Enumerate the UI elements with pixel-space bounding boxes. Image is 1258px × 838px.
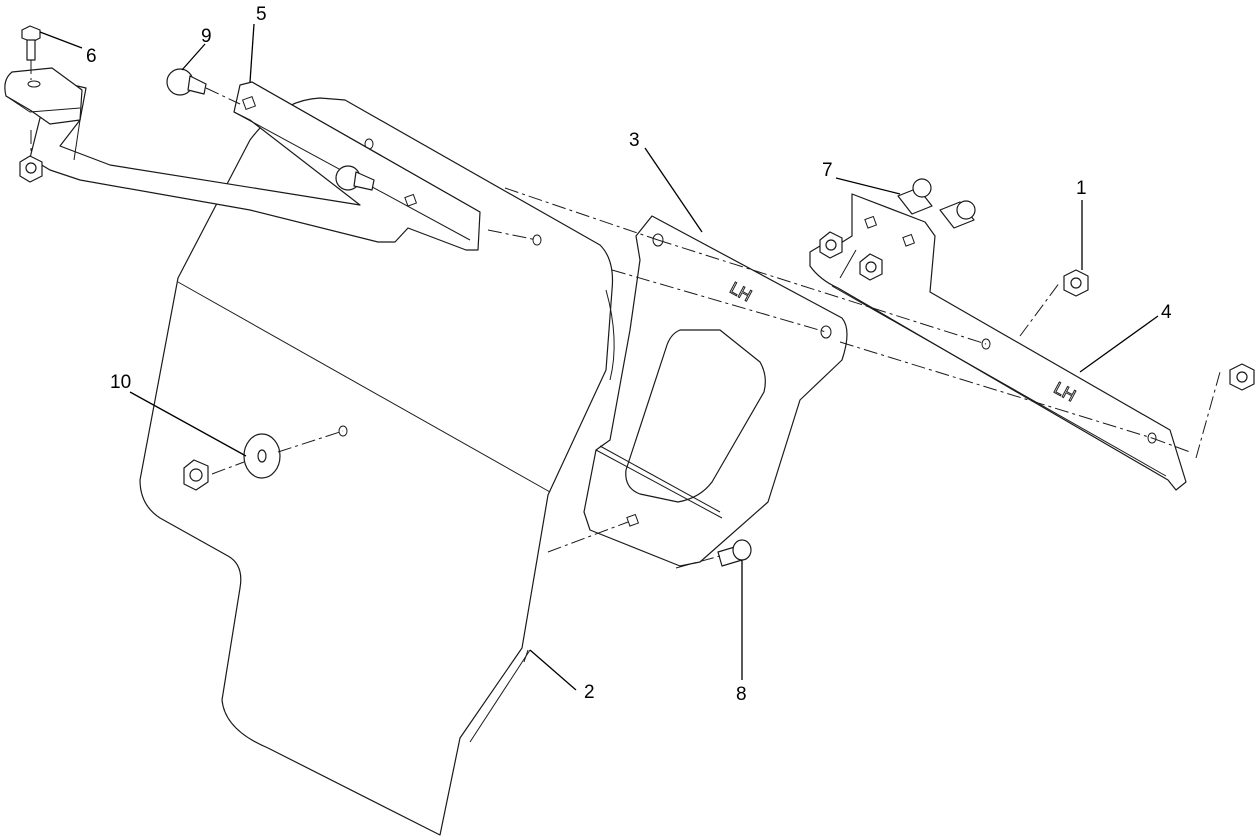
callouts: 1 2 3 4 5 6 7 8 9 10 <box>86 4 1172 705</box>
square-slot <box>404 193 418 207</box>
callout-10: 10 <box>110 372 131 393</box>
callout-9: 9 <box>201 26 212 47</box>
flange-nut-icon <box>819 231 843 259</box>
leader-lines <box>39 23 1159 691</box>
square-slot <box>864 215 878 229</box>
lh-rail: LH <box>809 193 1187 491</box>
flange-nut-icon <box>1229 363 1255 391</box>
square-slot <box>626 513 640 527</box>
callout-2: 2 <box>584 682 595 703</box>
callout-8: 8 <box>736 684 747 705</box>
flange-nut-icon <box>859 253 883 281</box>
carriage-bolt-icon <box>897 178 933 215</box>
lh-bracket: LH <box>583 215 848 567</box>
square-slot <box>241 95 257 111</box>
hex-nut-icon <box>19 155 43 183</box>
callout-4: 4 <box>1161 302 1172 323</box>
carriage-bolt-icon <box>166 68 241 105</box>
square-slot <box>902 233 916 247</box>
callout-7: 7 <box>822 160 833 181</box>
assembly-centerlines <box>30 130 1221 569</box>
bracket-hole <box>820 325 832 339</box>
carriage-bolt-icon <box>939 200 976 229</box>
callout-5: 5 <box>256 4 267 25</box>
callout-1: 1 <box>1076 178 1087 199</box>
hex-bolt-icon <box>717 539 752 567</box>
callout-6: 6 <box>86 46 97 67</box>
mount-plate <box>4 67 83 125</box>
washer-icon <box>243 433 281 479</box>
hex-nut-icon <box>183 459 209 491</box>
deflector-panel <box>139 97 615 836</box>
flange-nut-icon <box>1063 269 1089 297</box>
hex-bolt-icon <box>21 25 41 80</box>
carriage-bolt-icon <box>335 165 375 191</box>
callout-3: 3 <box>629 130 640 151</box>
